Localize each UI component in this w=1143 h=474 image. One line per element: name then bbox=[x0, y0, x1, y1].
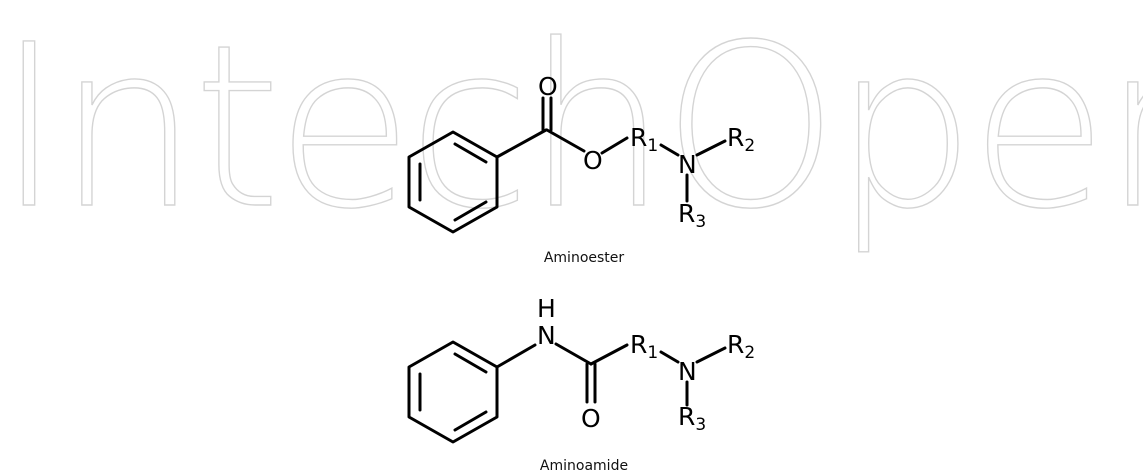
atom-oxygen-carbonyl: O bbox=[581, 404, 601, 433]
bond-carbonyl-r1 bbox=[589, 343, 629, 366]
bond-oxygen-r1 bbox=[600, 136, 629, 155]
benzene-ring bbox=[407, 340, 499, 444]
r2-group: R2 bbox=[727, 123, 755, 156]
bond-ring-nh bbox=[495, 343, 537, 369]
r3-group: R3 bbox=[678, 402, 706, 435]
aminoamide-structure: H N O R1 N R2 R3 Aminoamide bbox=[407, 294, 755, 474]
atom-oxygen-ester: O bbox=[583, 146, 603, 175]
bond-n-r2 bbox=[695, 346, 727, 364]
bond-nh-carbonyl bbox=[554, 342, 593, 366]
bond-ring-carbonyl bbox=[495, 128, 548, 159]
caption-aminoester: Aminoester bbox=[544, 250, 625, 266]
atom-hydrogen: H bbox=[537, 294, 556, 323]
caption-aminoamide: Aminoamide bbox=[540, 458, 628, 474]
ring-double-bond bbox=[453, 352, 488, 374]
bond-r1-n bbox=[659, 143, 680, 157]
r1-group: R1 bbox=[630, 330, 658, 363]
aminoester-structure: O O R1 N R2 R3 Aminoester bbox=[407, 72, 755, 266]
ring-double-bond bbox=[453, 142, 488, 164]
atom-oxygen-carbonyl: O bbox=[538, 72, 558, 101]
bond-r1-n bbox=[659, 350, 680, 364]
bond-n-r2 bbox=[695, 139, 727, 157]
atom-nitrogen-amide: N bbox=[537, 321, 556, 350]
ring-double-bond bbox=[453, 200, 488, 222]
r1-group: R1 bbox=[630, 123, 658, 156]
ring-double-bond bbox=[453, 410, 488, 432]
atom-nitrogen: N bbox=[678, 357, 697, 386]
atom-nitrogen: N bbox=[678, 150, 697, 179]
r2-group: R2 bbox=[727, 330, 755, 363]
watermark-logo: IntechOpen bbox=[0, 0, 1143, 260]
bond-carbonyl-oxygen bbox=[545, 128, 586, 153]
r3-group: R3 bbox=[678, 199, 706, 232]
